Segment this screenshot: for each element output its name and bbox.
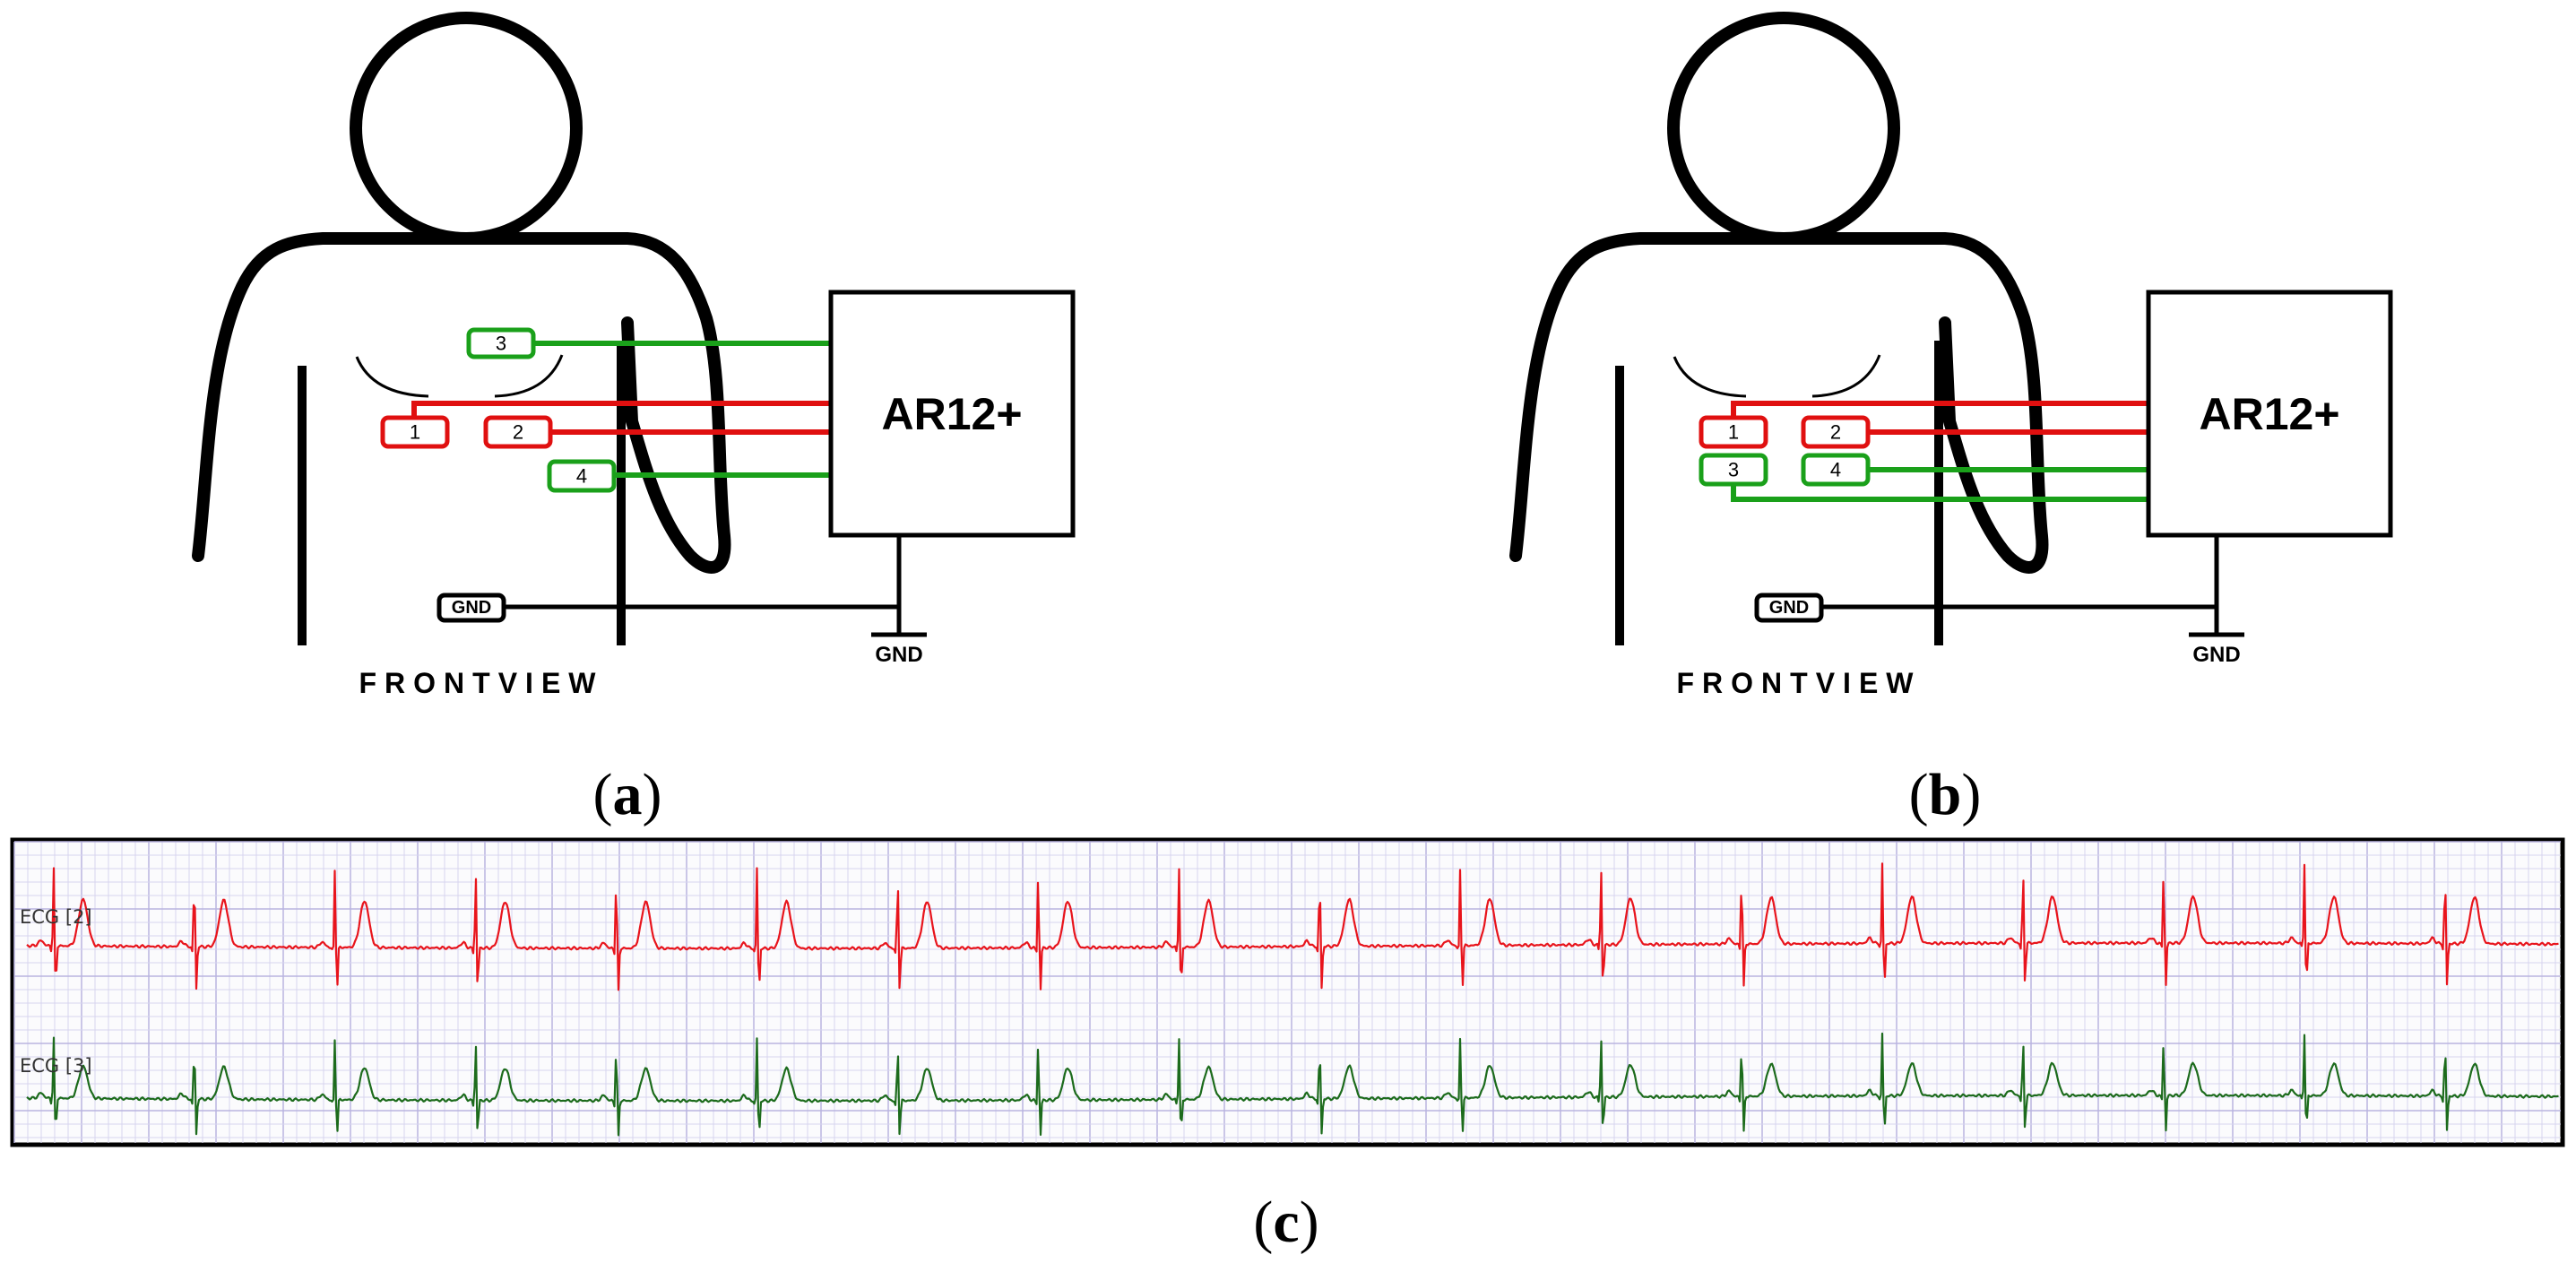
device-box-b: AR12+ xyxy=(2146,290,2393,538)
electrode-1-label-b: 1 xyxy=(1728,421,1739,444)
right-chest-curve-b xyxy=(1811,354,1881,398)
electrode-1-a: 1 xyxy=(380,415,450,449)
ecg-trace-lead-2 xyxy=(26,862,2559,991)
ground-symbol-b: GND xyxy=(2189,632,2244,667)
device-label-b: AR12+ xyxy=(2199,389,2339,439)
panel-caption-c: (c) xyxy=(1253,1190,1318,1255)
gnd-electrode-label-b: GND xyxy=(1769,598,1809,618)
frontview-label-b: FRONTVIEW xyxy=(1677,667,1922,699)
frontview-label-a: FRONTVIEW xyxy=(359,667,604,699)
panel-c-ecg-recording: ECG [2] ECG [3] (c) xyxy=(10,837,2565,1255)
device-label-a: AR12+ xyxy=(881,389,1022,439)
torso-outline-a xyxy=(192,232,731,574)
gnd-symbol-label-b: GND xyxy=(2192,643,2240,667)
electrode-3-label-b: 3 xyxy=(1728,459,1739,481)
electrode-1-label-a: 1 xyxy=(410,421,420,444)
ecg-lead-label-3: ECG [3] xyxy=(20,1055,92,1077)
left-chest-curve-b xyxy=(1673,356,1747,398)
electrode-2-b: 2 xyxy=(1801,415,1871,449)
ecg-trace-lead-3 xyxy=(26,1032,2559,1137)
gnd-electrode-label-a: GND xyxy=(452,598,491,618)
ecg-grid xyxy=(13,841,2561,1143)
panel-a-electrode-placement: 1 2 3 4 GND AR12+ GND FRONTVIEW (a) xyxy=(192,12,1076,827)
electrode-2-a: 2 xyxy=(483,415,553,449)
panel-b-electrode-placement: 1 2 3 4 GND AR12+ GND FRONTVIEW (b) xyxy=(1509,12,2393,827)
electrode-4-b: 4 xyxy=(1801,453,1871,487)
electrode-4-label-b: 4 xyxy=(1830,459,1841,481)
electrode-2-label-b: 2 xyxy=(1830,421,1841,444)
human-figure-a xyxy=(192,12,731,645)
electrode-1-b: 1 xyxy=(1699,415,1768,449)
head-a xyxy=(350,12,583,245)
gnd-symbol-label-a: GND xyxy=(875,643,922,667)
electrode-3-label-a: 3 xyxy=(496,333,506,355)
panel-caption-b: (b) xyxy=(1909,762,1982,827)
human-figure-b xyxy=(1509,12,2049,645)
lead-3-wire-b xyxy=(1731,484,2148,502)
electrode-3-b: 3 xyxy=(1699,453,1768,487)
gnd-electrode-a: GND xyxy=(437,593,506,623)
right-chest-curve-a xyxy=(494,354,564,398)
ground-symbol-a: GND xyxy=(871,632,927,667)
device-box-a: AR12+ xyxy=(828,290,1076,538)
panel-caption-a: (a) xyxy=(593,762,662,827)
electrode-2-label-a: 2 xyxy=(513,421,523,444)
electrode-4-label-a: 4 xyxy=(576,465,587,488)
gnd-electrode-b: GND xyxy=(1754,593,1824,623)
electrode-3-a: 3 xyxy=(466,327,536,359)
torso-outline-b xyxy=(1509,232,2049,574)
ecg-frame xyxy=(10,837,2565,1147)
ecg-lead-label-2: ECG [2] xyxy=(20,906,92,928)
head-b xyxy=(1667,12,1900,245)
left-chest-curve-a xyxy=(355,356,429,398)
electrode-4-a: 4 xyxy=(547,459,617,493)
